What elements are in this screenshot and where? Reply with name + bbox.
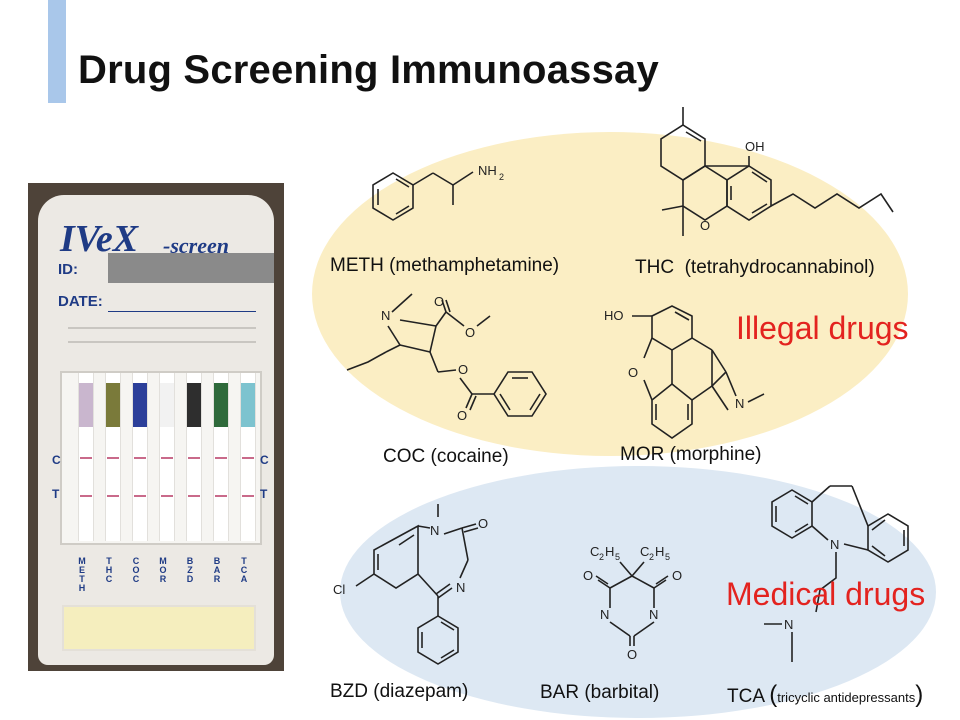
caption-thc: THC (tetrahydrocannabinol) bbox=[635, 257, 875, 278]
control-mark-right: C bbox=[260, 453, 269, 467]
caption-tca-prefix: TCA bbox=[727, 686, 770, 707]
test-strip-thc bbox=[105, 373, 121, 541]
atom-n: N bbox=[381, 308, 390, 323]
thc-structure: OH O bbox=[660, 107, 894, 236]
caption-tca-detail: tricyclic antidepressants bbox=[777, 690, 916, 705]
atom-n: N bbox=[600, 607, 609, 622]
redacted-id bbox=[108, 253, 274, 283]
barbital-structure: C 2 H 5 C 2 H 5 N N O O O bbox=[583, 544, 682, 662]
medical-drugs-label: Medical drugs bbox=[726, 576, 926, 612]
caption-mor: MOR (morphine) bbox=[620, 444, 762, 465]
atom-o: O bbox=[457, 408, 467, 423]
atom-h: H bbox=[655, 544, 664, 559]
atom-nh: NH bbox=[478, 163, 497, 178]
test-strip-mor bbox=[159, 373, 175, 541]
cup-label-area bbox=[62, 605, 256, 651]
atom-o: O bbox=[672, 568, 682, 583]
atom-n: N bbox=[649, 607, 658, 622]
test-strip-tca bbox=[240, 373, 256, 541]
atom-n: N bbox=[456, 580, 465, 595]
illegal-drugs-label: Illegal drugs bbox=[736, 310, 909, 346]
atom-o: O bbox=[465, 325, 475, 340]
atom-h: H bbox=[605, 544, 614, 559]
atom-n: N bbox=[830, 537, 839, 552]
test-mark-right: T bbox=[260, 487, 268, 501]
atom-sub: 5 bbox=[665, 552, 670, 562]
control-mark-left: C bbox=[52, 453, 61, 467]
caption-bar: BAR (barbital) bbox=[540, 682, 660, 703]
atom-o: O bbox=[583, 568, 593, 583]
caption-tca: TCA (tricyclic antidepressants) bbox=[727, 683, 923, 708]
atom-c: C bbox=[590, 544, 599, 559]
atom-o: O bbox=[627, 647, 637, 662]
test-window bbox=[60, 371, 262, 545]
date-label: DATE: bbox=[58, 293, 103, 310]
separator-line bbox=[68, 327, 256, 329]
atom-oh: OH bbox=[745, 139, 765, 154]
atom-o: O bbox=[458, 362, 468, 377]
date-line bbox=[108, 311, 256, 312]
caption-meth: METH (methamphetamine) bbox=[330, 255, 560, 276]
atom-n: N bbox=[784, 617, 793, 632]
test-strip-meth bbox=[78, 373, 94, 541]
test-strip-bar bbox=[213, 373, 229, 541]
caption-tca-paren-open: ( bbox=[769, 681, 778, 708]
test-strip-bzd bbox=[186, 373, 202, 541]
slide-title: Drug Screening Immunoassay bbox=[78, 48, 659, 92]
atom-n: N bbox=[430, 523, 439, 538]
atom-cl: Cl bbox=[333, 582, 345, 597]
atom-n: N bbox=[735, 396, 744, 411]
atom-o: O bbox=[478, 516, 488, 531]
caption-bzd: BZD (diazepam) bbox=[330, 681, 469, 702]
methamphetamine-structure: NH 2 bbox=[372, 163, 504, 221]
atom-sub: 2 bbox=[649, 552, 654, 562]
cocaine-structure: N O O O O bbox=[346, 293, 547, 423]
tca-structure: N N bbox=[764, 485, 909, 662]
caption-coc: COC (cocaine) bbox=[383, 446, 509, 467]
caption-tca-paren-close: ) bbox=[915, 681, 924, 708]
id-label: ID: bbox=[58, 261, 78, 278]
atom-o: O bbox=[434, 294, 444, 309]
atom-sub: 2 bbox=[499, 172, 504, 182]
morphine-structure: HO O N bbox=[604, 305, 765, 439]
test-strip-coc bbox=[132, 373, 148, 541]
test-mark-left: T bbox=[52, 487, 60, 501]
atom-sub: 2 bbox=[599, 552, 604, 562]
separator-line bbox=[68, 341, 256, 343]
atom-o: O bbox=[700, 218, 710, 233]
title-accent-bar bbox=[48, 0, 66, 103]
atom-sub: 5 bbox=[615, 552, 620, 562]
atom-c: C bbox=[640, 544, 649, 559]
atom-ho: HO bbox=[604, 308, 624, 323]
diazepam-structure: Cl N O N bbox=[333, 504, 488, 665]
atom-o: O bbox=[628, 365, 638, 380]
